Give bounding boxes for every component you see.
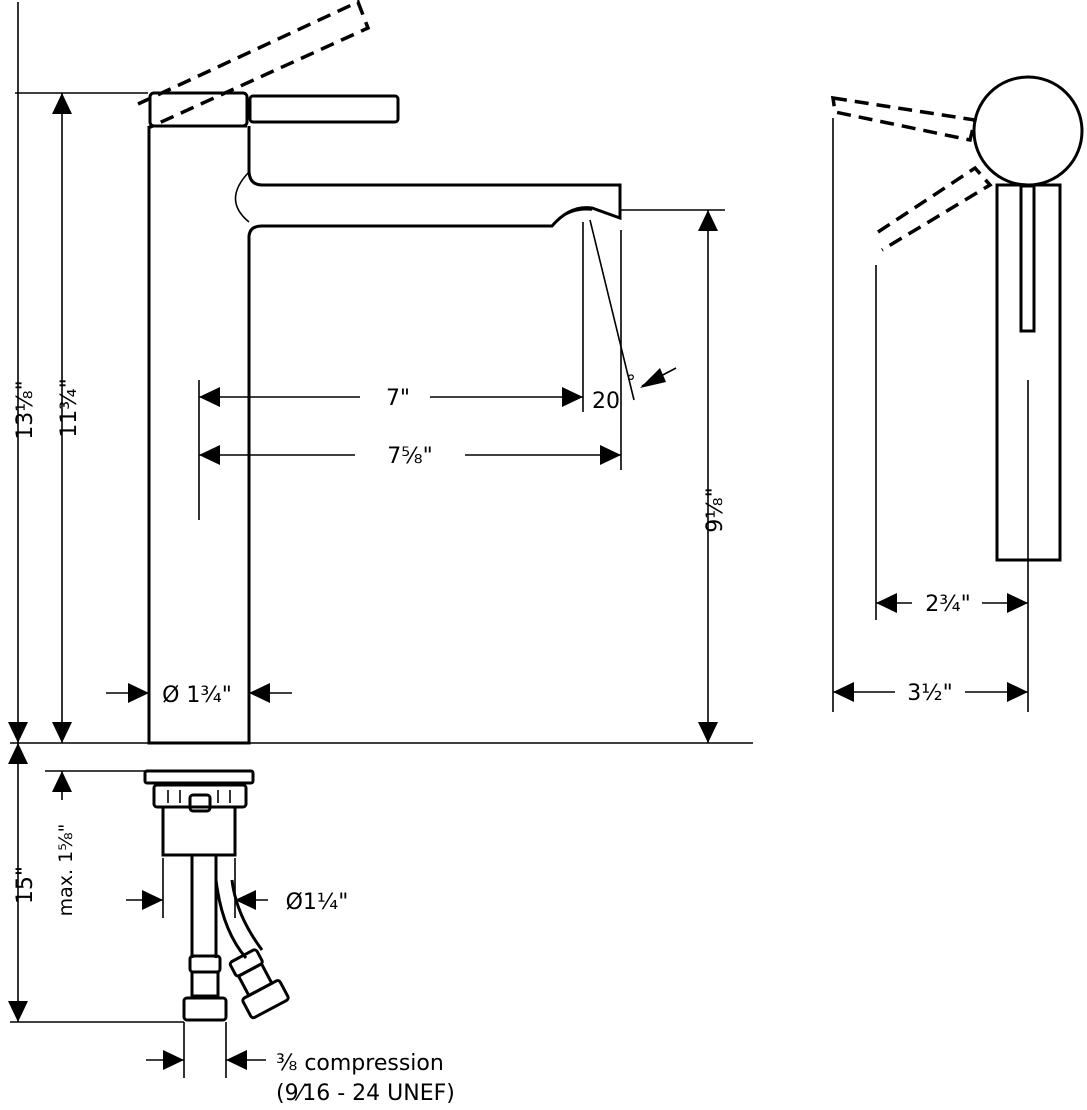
max-deck-thickness-label: max. 1⅝"	[55, 824, 77, 917]
reach-7-5-8-label: 7⅝"	[387, 444, 432, 469]
supply-thread-label: (9⁄16 - 24 UNEF)	[276, 1081, 455, 1106]
body-height-label: 11¾"	[57, 378, 82, 437]
body-diameter-label: Ø 1¾"	[162, 683, 232, 708]
supply-connection-label: ⅜ compression	[276, 1051, 444, 1076]
angle-degree-mark: °	[626, 371, 636, 393]
faucet-side-view	[830, 75, 1084, 712]
depth-label: 3½"	[907, 681, 952, 706]
handle-offset-label: 2¾"	[925, 592, 970, 617]
front-view-dimensions	[8, 2, 725, 1078]
spout-height-label: 9⅛"	[703, 487, 728, 532]
reach-7-label: 7"	[386, 386, 410, 411]
spout-angle-label: 20	[592, 389, 620, 414]
below-deck-height-label: 15"	[13, 866, 38, 904]
faucet-front-view	[10, 0, 753, 1022]
overall-height-label: 13⅛"	[13, 380, 38, 439]
shank-diameter-label: Ø1¼"	[286, 890, 349, 915]
